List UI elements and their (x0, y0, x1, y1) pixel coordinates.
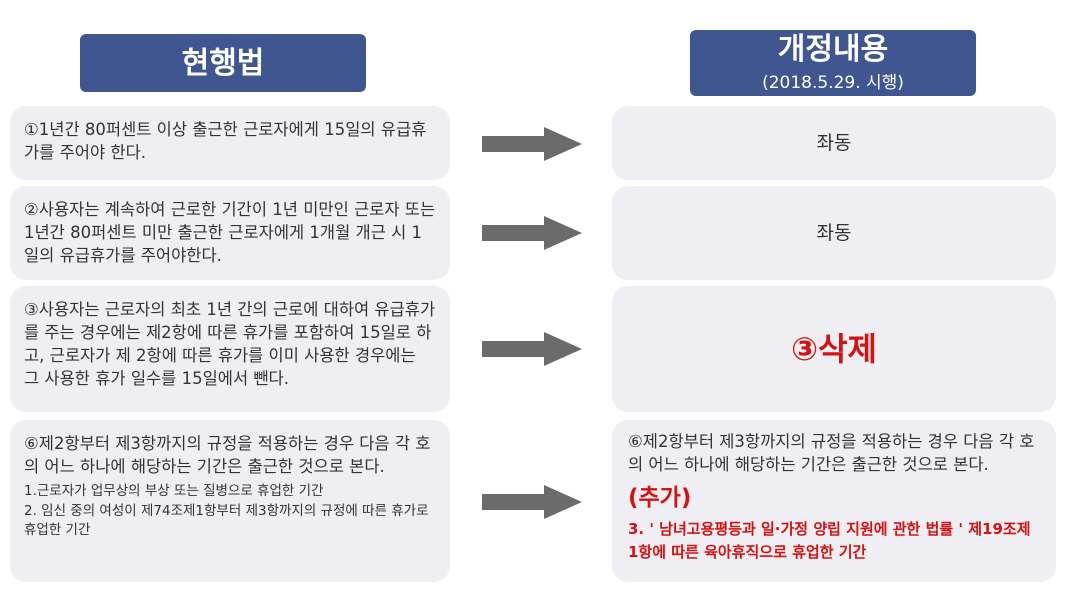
same-as-left-label: 좌동 (816, 221, 852, 244)
amendment-header: 개정내용 (2018.5.29. 시행) (690, 30, 976, 96)
amendment-row-3: ③삭제 (612, 286, 1056, 412)
current-law-row-4: ⑥제2항부터 제3항까지의 규정을 적용하는 경우 다음 각 호의 어느 하나에… (10, 420, 450, 582)
deleted-label: ③삭제 (791, 329, 877, 368)
current-law-item-2: 2. 임신 중의 여성이 제74조제1항부터 제3항까지의 규정에 따른 휴가로… (24, 502, 429, 539)
current-law-title: 현행법 (181, 45, 265, 81)
amendment-text-4: ⑥제2항부터 제3항까지의 규정을 적용하는 경우 다음 각 호의 어느 하나에… (628, 432, 1035, 475)
arrow-right-icon (482, 127, 582, 161)
amendment-row-2: 좌동 (612, 186, 1056, 280)
arrow-right-icon (482, 485, 582, 519)
arrow-right-icon (482, 216, 582, 250)
current-law-text-2: ②사용자는 계속하여 근로한 기간이 1년 미만인 근로자 또는 1년간 80퍼… (24, 200, 436, 266)
current-law-text-4: ⑥제2항부터 제3항까지의 규정을 적용하는 경우 다음 각 호의 어느 하나에… (24, 434, 431, 477)
amendment-date: (2018.5.29. 시행) (762, 73, 904, 93)
current-law-row-1: ①1년간 80퍼센트 이상 출근한 근로자에게 15일의 유급휴가를 주어야 한… (10, 106, 450, 180)
current-law-text-3: ③사용자는 근로자의 최초 1년 간의 근로에 대하여 유급휴가를 주는 경우에… (24, 300, 436, 389)
added-item: 3. ' 남녀고용평등과 일·가정 양립 지원에 관한 법률 ' 제19조제1항… (628, 520, 1031, 561)
current-law-header: 현행법 (80, 34, 366, 92)
current-law-row-3: ③사용자는 근로자의 최초 1년 간의 근로에 대하여 유급휴가를 주는 경우에… (10, 286, 450, 412)
amendment-title: 개정내용 (777, 32, 889, 67)
arrow-right-icon (482, 332, 582, 366)
added-label: (추가) (628, 485, 692, 512)
current-law-text-1: ①1년간 80퍼센트 이상 출근한 근로자에게 15일의 유급휴가를 주어야 한… (24, 120, 427, 163)
amendment-row-4: ⑥제2항부터 제3항까지의 규정을 적용하는 경우 다음 각 호의 어느 하나에… (612, 420, 1056, 582)
current-law-row-2: ②사용자는 계속하여 근로한 기간이 1년 미만인 근로자 또는 1년간 80퍼… (10, 186, 450, 280)
same-as-left-label: 좌동 (816, 131, 852, 154)
current-law-item-1: 1.근로자가 업무상의 부상 또는 질병으로 휴업한 기간 (24, 483, 324, 500)
amendment-row-1: 좌동 (612, 106, 1056, 180)
